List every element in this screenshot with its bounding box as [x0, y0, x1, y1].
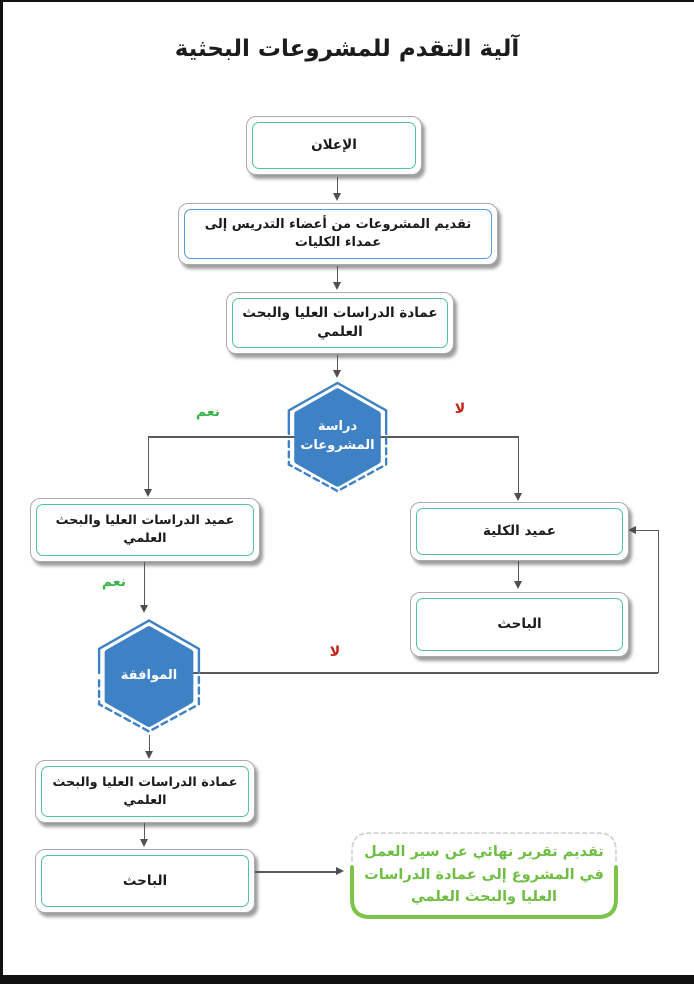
label-approval-no: لا	[329, 644, 341, 660]
node-researcher-right-label: الباحث	[416, 598, 623, 651]
node-announcement-label: الإعلان	[252, 122, 416, 169]
page-title: آلية التقدم للمشروعات البحثية	[174, 36, 520, 62]
arrowhead-submission-deanship	[332, 282, 341, 290]
decision-study-projects-label: دراسة المشروعات	[300, 419, 375, 453]
connector-announcement-submission	[336, 177, 339, 194]
arrowhead-study-yes	[143, 489, 152, 497]
node-deanship-top: عمادة الدراسات العليا والبحث العلمي	[226, 292, 454, 354]
arrowhead-announcement-submission	[332, 193, 341, 201]
node-college-dean-label: عميد الكلية	[416, 508, 623, 555]
node-deanship-bottom: عمادة الدراسات العليا والبحث العلمي	[35, 760, 255, 823]
node-announcement: الإعلان	[246, 116, 422, 175]
connector-approval-no-up	[657, 530, 660, 673]
arrowhead-collegedean-researcher	[513, 581, 522, 589]
arrowhead-study-no	[513, 493, 522, 501]
node-deanship-bottom-label: عمادة الدراسات العليا والبحث العلمي	[41, 766, 249, 817]
node-college-dean: عميد الكلية	[410, 502, 629, 561]
decision-study-projects: دراسة المشروعات	[276, 379, 399, 495]
arrowhead-approval-no-collegedean	[628, 525, 636, 534]
connector-deangrad-approval	[143, 560, 146, 606]
arrowhead-deanship-study	[332, 370, 341, 378]
connector-approval-deanship	[148, 735, 151, 752]
node-researcher-bottom: الباحث	[35, 849, 255, 913]
node-submission-label: تقديم المشروعات من أعضاء التدريس إلى عمد…	[184, 209, 492, 259]
node-researcher-bottom-label: الباحث	[41, 855, 249, 907]
connector-approval-no	[150, 672, 658, 674]
node-submission: تقديم المشروعات من أعضاء التدريس إلى عمد…	[178, 203, 498, 265]
connector-study-no	[517, 436, 520, 494]
node-dean-graduate-studies: عميد الدراسات العليا والبحث العلمي	[30, 498, 260, 562]
node-dean-graduate-studies-label: عميد الدراسات العليا والبحث العلمي	[36, 504, 254, 556]
label-study-yes: نعم	[195, 404, 221, 420]
node-deanship-top-label: عمادة الدراسات العليا والبحث العلمي	[232, 298, 448, 348]
callout-border-icon	[350, 832, 618, 919]
connector-collegedean-researcher	[517, 561, 520, 582]
connector-deanship-study	[336, 355, 339, 371]
hexagon-shape-icon	[97, 619, 201, 733]
connector-researcher-report	[255, 871, 337, 873]
label-study-no: لا	[454, 401, 466, 417]
arrowhead-deangrad-approval	[139, 605, 148, 613]
page-border-bottom	[0, 975, 694, 984]
connector-deanship-researcher	[143, 823, 146, 840]
connector-submission-deanship	[336, 266, 339, 283]
node-researcher-right: الباحث	[410, 592, 629, 657]
arrowhead-researcher-report	[336, 867, 344, 875]
connector-approval-no-return	[636, 529, 658, 532]
arrowhead-deanship-researcher	[139, 839, 148, 847]
arrowhead-approval-deanship	[144, 751, 153, 759]
callout-final-report-label: تقديم تقرير نهائي عن سير العمل في المشرو…	[364, 844, 604, 906]
page-border-top	[0, 0, 694, 2]
decision-approval: الموافقة	[86, 616, 212, 736]
decision-approval-label: الموافقة	[120, 667, 178, 683]
connector-study-yes	[147, 436, 150, 490]
hexagon-shape-icon	[287, 381, 388, 493]
label-approval-yes: نعم	[101, 574, 127, 590]
page-border-left	[0, 0, 3, 984]
callout-final-report: تقديم تقرير نهائي عن سير العمل في المشرو…	[348, 829, 620, 921]
